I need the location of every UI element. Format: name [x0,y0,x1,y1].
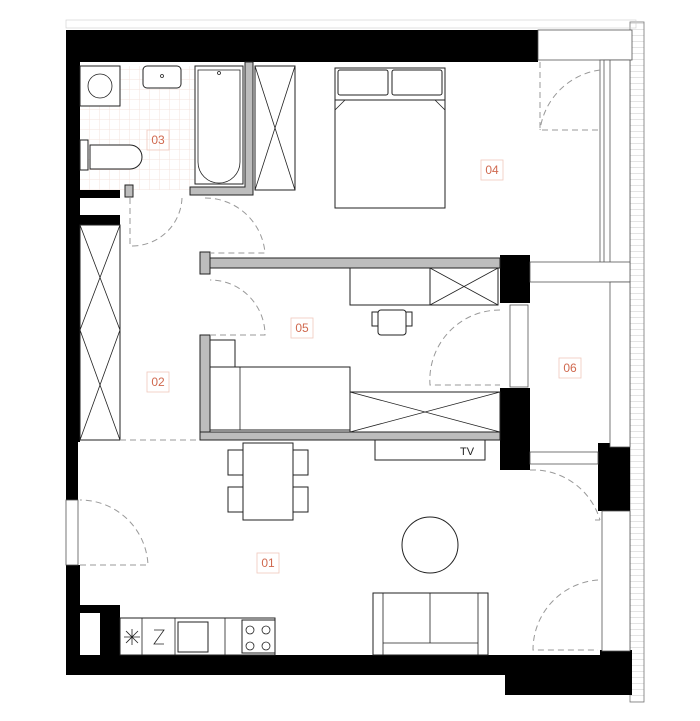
kitchen-counter [119,617,276,656]
svg-text:05: 05 [295,321,309,335]
exterior-walls [66,30,632,695]
room-label-05: 05 [290,317,314,339]
wardrobes [79,65,501,441]
room-label-02: 02 [146,371,170,393]
windows [65,29,633,652]
dining-set [227,442,459,574]
svg-text:03: 03 [151,133,165,147]
door-swings [79,62,601,651]
single-bed [209,366,351,431]
tv-unit [374,439,486,461]
fridge-icon [124,629,140,645]
room-label-01: 01 [256,552,280,574]
bathtub [194,65,244,185]
svg-text:02: 02 [151,375,165,389]
round-table [401,516,459,574]
double-bed [334,67,446,209]
room-05-furniture: TV [209,267,486,461]
svg-text:04: 04 [485,163,499,177]
toilet [89,144,143,170]
partition-walls [124,61,501,441]
svg-text:06: 06 [563,361,577,375]
top-railing [65,19,637,29]
washing-machine [79,65,121,107]
balcony-railing [629,21,645,703]
desk [349,267,431,306]
sofa [372,592,489,656]
sink [142,65,182,89]
svg-text:01: 01 [261,556,275,570]
desk-chair [377,309,407,336]
tv-label: TV [460,446,475,458]
room-label-03: 03 [146,129,170,151]
room-label-06: 06 [558,357,582,379]
bathroom-fixtures [79,65,244,185]
kitchen-sink [177,621,209,653]
dining-table [242,442,294,521]
room-label-04: 04 [480,159,504,181]
